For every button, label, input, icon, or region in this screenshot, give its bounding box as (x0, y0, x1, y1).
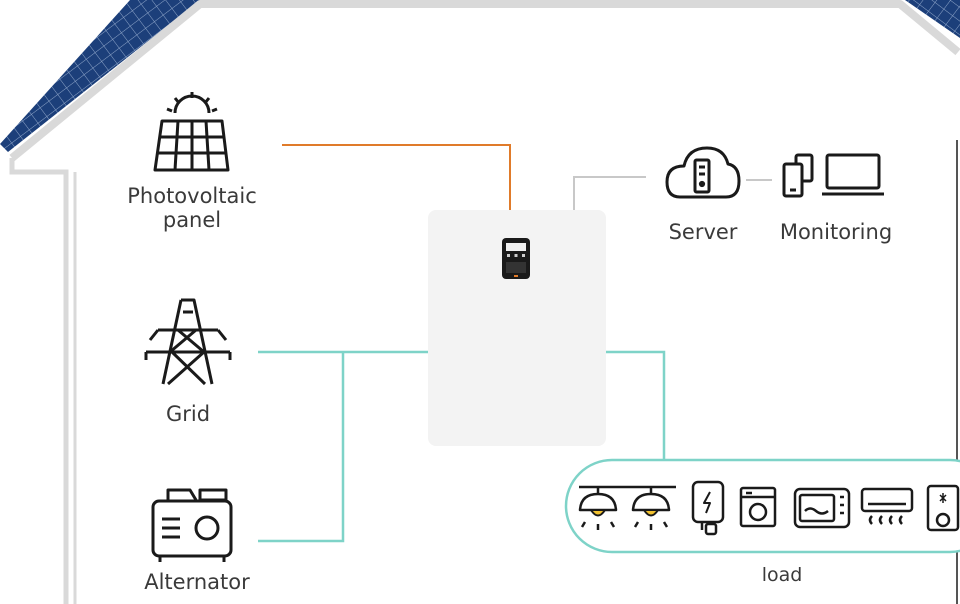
ceiling-lamp-icon (631, 487, 671, 530)
solar-panel-icon (153, 92, 230, 172)
transmission-tower-icon (144, 298, 232, 386)
ac-connection-lines (258, 350, 666, 543)
server-label: Server (668, 220, 738, 244)
pv-connection-line (282, 144, 511, 210)
load-label: load (761, 564, 803, 586)
photovoltaic-label: Photovoltaic panel (112, 184, 272, 232)
microwave-icon (793, 487, 851, 529)
grid-label: Grid (165, 402, 211, 426)
cloud-server-icon (665, 146, 741, 199)
ceiling-lamp-icon (578, 485, 676, 530)
roof-solar-panel-right (905, 0, 960, 38)
photovoltaic-label-line1: Photovoltaic (127, 184, 257, 208)
devices-icon (782, 153, 884, 198)
generator-icon (151, 488, 233, 562)
water-heater-icon (691, 480, 725, 536)
alternator-label: Alternator (144, 570, 250, 594)
air-conditioner-icon (860, 487, 914, 525)
roof-solar-panel-left (0, 0, 200, 152)
monitoring-label: Monitoring (779, 220, 893, 244)
photovoltaic-label-line2: panel (162, 208, 222, 232)
display-panel-icon (502, 238, 530, 279)
speaker-icon (926, 484, 960, 532)
washing-machine-icon (739, 486, 777, 528)
comm-connection-line (573, 176, 772, 210)
inverter-unit[interactable] (428, 210, 606, 446)
